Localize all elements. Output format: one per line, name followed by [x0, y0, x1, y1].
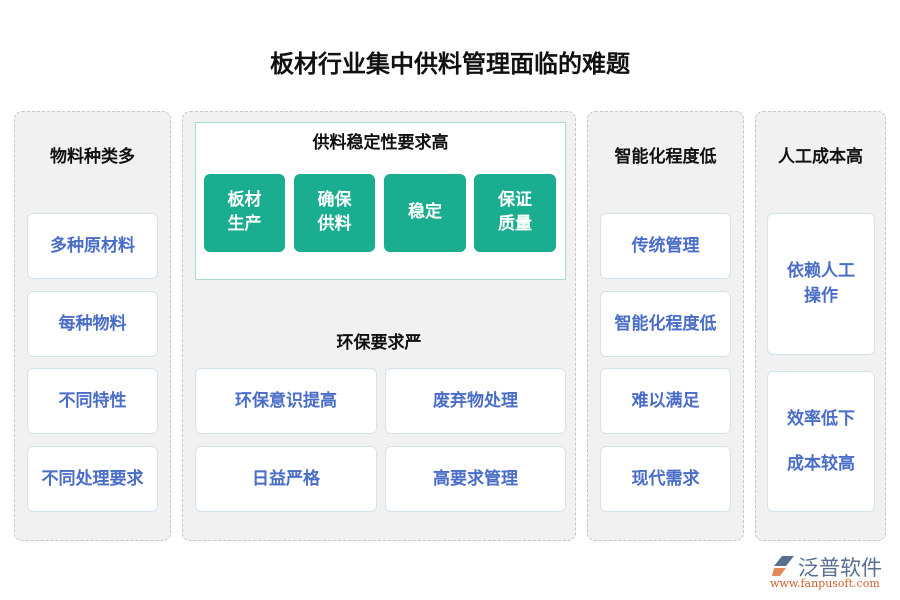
- list-item: 效率低下 成本较高: [767, 371, 875, 512]
- list-item: 智能化程度低: [600, 291, 731, 357]
- logo: 泛普软件 www.fanpusoft.com: [770, 552, 895, 592]
- page-title: 板材行业集中供料管理面临的难题: [270, 50, 630, 78]
- list-item: 日益严格: [195, 446, 377, 512]
- list-item: 现代需求: [600, 446, 731, 512]
- tile: 确保 供料: [294, 174, 375, 252]
- section-header: 供料稳定性要求高: [312, 133, 449, 153]
- list-item: 难以满足: [600, 368, 731, 434]
- logo-icon: [772, 556, 794, 576]
- list-item: 每种物料: [27, 291, 158, 357]
- list-item: 不同特性: [27, 368, 158, 434]
- tile: 稳定: [384, 174, 466, 252]
- section-header: 环保要求严: [336, 333, 422, 353]
- list-item: 废弃物处理: [385, 368, 566, 434]
- list-item: 不同处理要求: [27, 446, 158, 512]
- list-item: 依赖人工 操作: [767, 213, 875, 355]
- tile: 保证 质量: [474, 174, 556, 252]
- list-item: 高要求管理: [385, 446, 566, 512]
- tile: 板材 生产: [204, 174, 285, 252]
- column-header: 物料种类多: [50, 147, 135, 167]
- list-item: 传统管理: [600, 213, 731, 279]
- column-header: 人工成本高: [778, 147, 863, 167]
- list-item: 多种原材料: [27, 213, 158, 279]
- logo-name: 泛普软件: [798, 556, 882, 580]
- list-item: 环保意识提高: [195, 368, 377, 434]
- logo-url: www.fanpusoft.com: [770, 577, 880, 590]
- column-header: 智能化程度低: [614, 147, 717, 167]
